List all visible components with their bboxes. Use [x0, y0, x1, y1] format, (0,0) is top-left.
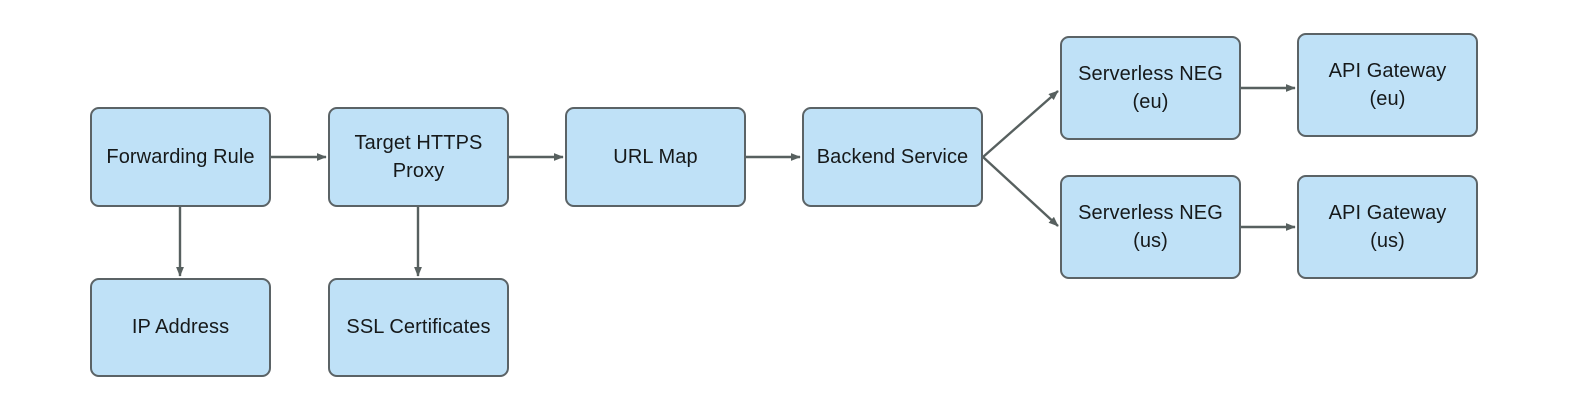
node-api-gateway-eu[interactable]: API Gateway (eu): [1297, 33, 1478, 137]
node-backend-service[interactable]: Backend Service: [802, 107, 983, 207]
node-target-https-proxy[interactable]: Target HTTPS Proxy: [328, 107, 509, 207]
node-serverless-neg-eu[interactable]: Serverless NEG (eu): [1060, 36, 1241, 140]
node-ip-address[interactable]: IP Address: [90, 278, 271, 377]
node-ssl-certificates[interactable]: SSL Certificates: [328, 278, 509, 377]
node-serverless-neg-us[interactable]: Serverless NEG (us): [1060, 175, 1241, 279]
edge-backend-service-to-serverless-neg-eu: [982, 90, 1059, 158]
node-url-map[interactable]: URL Map: [565, 107, 746, 207]
node-api-gateway-us[interactable]: API Gateway (us): [1297, 175, 1478, 279]
edge-backend-service-to-serverless-neg-us: [982, 156, 1059, 227]
node-forwarding-rule[interactable]: Forwarding Rule: [90, 107, 271, 207]
